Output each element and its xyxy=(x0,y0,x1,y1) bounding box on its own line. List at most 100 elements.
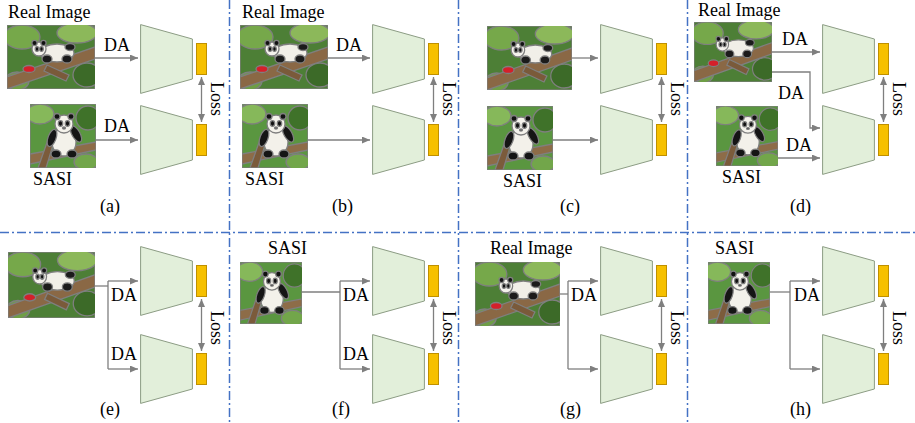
panel-caption: (c) xyxy=(560,197,580,215)
feature xyxy=(197,354,207,385)
loss-arrow xyxy=(433,299,434,351)
image-label: Real Image xyxy=(242,3,324,23)
image-label: Real Image xyxy=(490,239,572,259)
loss-arrow xyxy=(661,77,662,122)
feature xyxy=(879,266,889,297)
augmentation-label: DA xyxy=(786,136,812,156)
loss-label: Loss xyxy=(208,311,226,345)
encoder xyxy=(601,335,653,404)
sasi-image xyxy=(483,106,557,172)
image-label: SASI xyxy=(268,239,307,259)
image-label: SASI xyxy=(503,172,542,192)
line xyxy=(789,281,790,369)
arrow xyxy=(340,280,370,281)
encoder xyxy=(601,247,653,316)
panel xyxy=(704,247,888,404)
real-image xyxy=(4,23,101,90)
arrow xyxy=(340,368,370,369)
panel xyxy=(5,247,206,404)
arrow xyxy=(772,51,820,52)
feature xyxy=(657,44,667,75)
loss-arrow xyxy=(433,77,434,122)
loss-label: Loss xyxy=(208,82,226,116)
sasi-image xyxy=(26,104,100,170)
divider-line xyxy=(458,0,460,423)
augmentation-label: DA xyxy=(571,286,597,306)
loss-label: Loss xyxy=(668,82,686,116)
arrow xyxy=(568,280,598,281)
divider-line xyxy=(687,0,689,423)
feature xyxy=(879,44,889,75)
loss-arrow xyxy=(661,299,662,351)
line xyxy=(107,281,108,369)
image-label: SASI xyxy=(722,168,761,188)
encoder xyxy=(823,106,875,175)
image-label: SASI xyxy=(715,239,754,259)
panel-caption: (g) xyxy=(560,400,581,418)
arrow xyxy=(568,368,598,369)
augmentation-label: DA xyxy=(111,345,137,365)
loss-arrow xyxy=(883,77,884,122)
panel xyxy=(4,23,207,174)
loss-label: Loss xyxy=(440,311,458,345)
feature xyxy=(429,354,439,385)
loss-arrow xyxy=(201,77,202,122)
arrow xyxy=(553,139,598,140)
panel-caption: (f) xyxy=(332,400,350,418)
feature xyxy=(429,44,439,75)
line xyxy=(339,281,340,369)
line xyxy=(770,291,790,292)
encoder xyxy=(141,106,193,175)
arrow xyxy=(108,280,138,281)
augmentation-label: DA xyxy=(794,286,820,306)
encoder xyxy=(823,335,875,404)
feature xyxy=(429,266,439,297)
sasi-image xyxy=(238,104,312,170)
panel xyxy=(472,247,666,404)
augmentation-label: DA xyxy=(778,84,804,104)
encoder xyxy=(141,247,193,316)
panel xyxy=(691,20,888,174)
image-label: SASI xyxy=(245,170,284,190)
real-image xyxy=(472,260,566,327)
sasi-image xyxy=(712,106,782,168)
feature xyxy=(657,354,667,385)
feature xyxy=(197,125,207,156)
arrow xyxy=(790,280,820,281)
line xyxy=(560,293,568,294)
panel xyxy=(237,23,439,174)
feature xyxy=(429,125,439,156)
loss-arrow xyxy=(201,299,202,351)
loss-label: Loss xyxy=(440,82,458,116)
sasi-image xyxy=(704,262,774,326)
panel xyxy=(483,24,667,174)
line xyxy=(95,285,108,286)
arrow xyxy=(96,139,138,140)
arrow xyxy=(790,368,820,369)
augmentation-label: DA xyxy=(104,117,130,137)
image-label: Real Image xyxy=(8,3,90,23)
real-image xyxy=(237,23,334,90)
line xyxy=(567,281,568,369)
feature xyxy=(879,125,889,156)
augmentation-label: DA xyxy=(343,345,369,365)
arrow xyxy=(772,72,820,128)
arrow xyxy=(308,139,370,140)
arrow xyxy=(108,368,138,369)
loss-label: Loss xyxy=(890,311,908,345)
augmentation-label: DA xyxy=(343,286,369,306)
arrow xyxy=(572,57,598,58)
encoder xyxy=(601,25,653,94)
feature xyxy=(879,354,889,385)
real-image xyxy=(5,250,101,319)
real-image xyxy=(484,24,578,91)
panel-caption: (e) xyxy=(100,400,120,418)
divider-line xyxy=(229,0,231,423)
image-label: Real Image xyxy=(698,1,780,21)
augmentation-label: DA xyxy=(336,36,362,56)
real-image xyxy=(691,20,777,83)
encoder xyxy=(373,25,425,94)
